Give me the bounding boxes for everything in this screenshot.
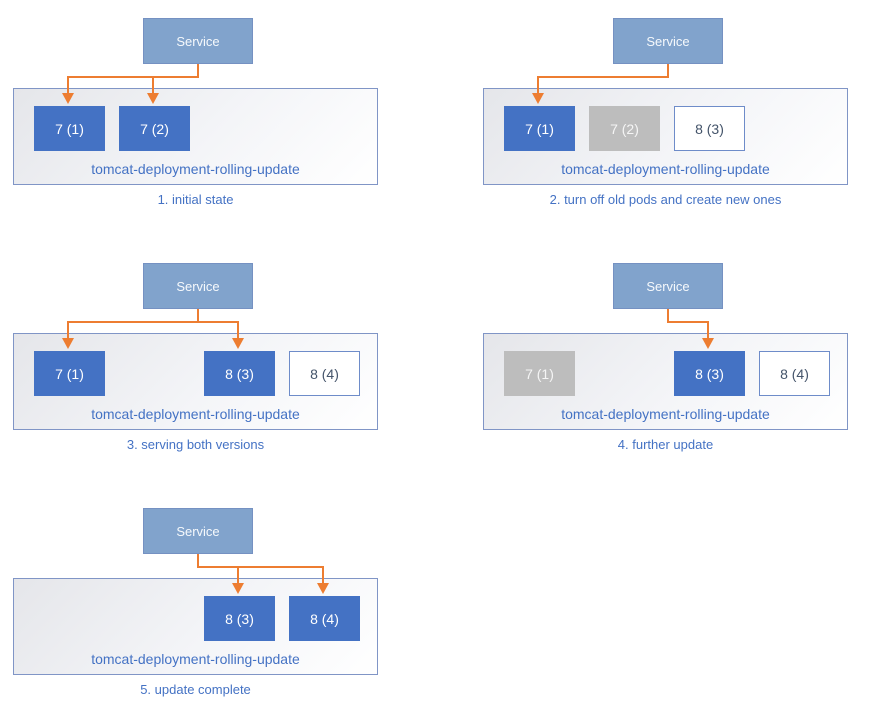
pod-7-2: 7 (2)	[589, 106, 660, 151]
panel-turn-off-old-pods: Service 7 (1) 7 (2) 8 (3) tomcat-deploym…	[470, 0, 870, 230]
pod-8-4: 8 (4)	[289, 596, 360, 641]
deployment-label: tomcat-deployment-rolling-update	[561, 161, 770, 177]
pod-7-2: 7 (2)	[119, 106, 190, 151]
deployment-box: 7 (1) 7 (2) tomcat-deployment-rolling-up…	[13, 88, 378, 185]
panel-caption: 3. serving both versions	[126, 437, 265, 452]
deployment-label: tomcat-deployment-rolling-update	[91, 406, 300, 422]
deployment-box: 7 (1) 8 (3) 8 (4) tomcat-deployment-roll…	[13, 333, 378, 430]
panel-serving-both-versions: Service 7 (1) 8 (3) 8 (4) tomcat-deploym…	[0, 245, 435, 475]
panel-caption: 2. turn off old pods and create new ones	[549, 192, 782, 207]
pod-7-1: 7 (1)	[504, 351, 575, 396]
pod-8-3: 8 (3)	[674, 351, 745, 396]
panel-update-complete: Service 8 (3) 8 (4) tomcat-deployment-ro…	[0, 490, 435, 718]
deployment-box: 8 (3) 8 (4) tomcat-deployment-rolling-up…	[13, 578, 378, 675]
panel-caption: 4. further update	[617, 437, 714, 452]
pod-7-1: 7 (1)	[34, 351, 105, 396]
pod-8-3: 8 (3)	[204, 596, 275, 641]
deployment-box: 7 (1) 7 (2) 8 (3) tomcat-deployment-roll…	[483, 88, 848, 185]
service-box: Service	[143, 18, 253, 64]
service-box: Service	[143, 508, 253, 554]
service-box: Service	[613, 263, 723, 309]
panel-further-update: Service 7 (1) 8 (3) 8 (4) tomcat-deploym…	[470, 245, 870, 475]
pod-8-3: 8 (3)	[674, 106, 745, 151]
pod-8-4: 8 (4)	[289, 351, 360, 396]
service-box: Service	[613, 18, 723, 64]
deployment-label: tomcat-deployment-rolling-update	[561, 406, 770, 422]
panel-caption: 1. initial state	[157, 192, 234, 207]
deployment-label: tomcat-deployment-rolling-update	[91, 161, 300, 177]
deployment-box: 7 (1) 8 (3) 8 (4) tomcat-deployment-roll…	[483, 333, 848, 430]
service-box: Service	[143, 263, 253, 309]
pod-8-4: 8 (4)	[759, 351, 830, 396]
deployment-label: tomcat-deployment-rolling-update	[91, 651, 300, 667]
panel-initial-state: Service 7 (1) 7 (2) tomcat-deployment-ro…	[0, 0, 435, 230]
pod-8-3: 8 (3)	[204, 351, 275, 396]
pod-7-1: 7 (1)	[34, 106, 105, 151]
pod-7-1: 7 (1)	[504, 106, 575, 151]
panel-caption: 5. update complete	[140, 682, 251, 697]
